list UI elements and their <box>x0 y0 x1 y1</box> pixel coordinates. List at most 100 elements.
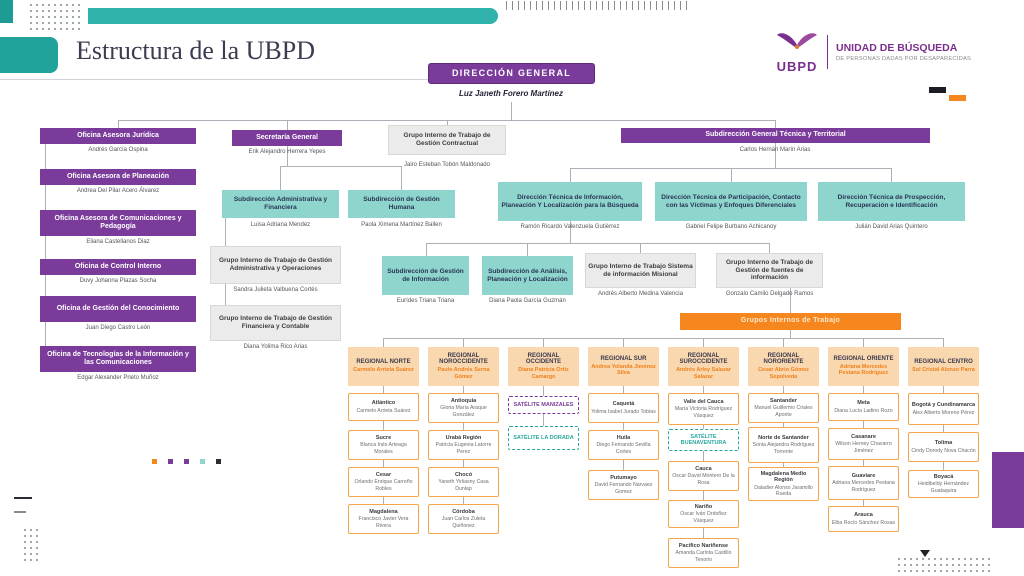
org-box-oficina-control-interno: Oficina de Control Interno <box>40 259 196 275</box>
org-name-sub-admin-financiera: Luisa Adriana Mendez <box>250 222 311 228</box>
unit-person: Oscar David Montero De la Rosa <box>672 473 735 486</box>
ubpd-logo: UBPD UNIDAD DE BÚSQUEDA DE PERSONAS DADA… <box>775 30 971 74</box>
unit-person: Oscar Iván Ordoñez Vásquez <box>680 511 727 524</box>
unit-title: Caquetá <box>612 401 635 408</box>
unit-narino: Nariño Oscar Iván Ordoñez Vásquez <box>668 500 739 528</box>
connector <box>426 243 427 256</box>
right-purple-block <box>992 452 1024 528</box>
org-name-dt-prospeccion: Julián David Arias Quintero <box>855 224 928 230</box>
regional-header-centro: REGIONAL CENTRO Sol Cristal Alonso Parra <box>908 347 979 386</box>
connector <box>383 338 384 347</box>
connector <box>280 166 281 191</box>
unit-atlantico: Atlántico Carmelo Arrieta Suárez <box>348 393 419 421</box>
unit-title: Córdoba <box>452 509 475 516</box>
org-box-oficina-tic: Oficina de Tecnologías de la Información… <box>40 346 196 372</box>
unit-boyaca: Boyacá Heidibeldy Hernández Guataquira <box>908 470 979 498</box>
unit-santander: Santander Manuel Guillermo Criales Apont… <box>748 393 819 423</box>
org-name-git-fuentes: Gonzalo Camilo Delgado Ramos <box>725 291 814 297</box>
org-box-dt-participacion: Dirección Técnica de Participación, Cont… <box>655 182 807 221</box>
square-orange <box>152 459 157 464</box>
org-box-sub-general-tecnica: Subdirección General Técnica y Territori… <box>621 128 930 143</box>
org-box-oficina-juridica: Oficina Asesora Jurídica <box>40 128 196 144</box>
org-name-secretaria-general: Erik Alejandro Herrera Yepes <box>248 149 326 155</box>
connector <box>943 338 944 347</box>
unit-bogota-cundinamarca: Bogotá y Cundinamarca Alex Alberto Moren… <box>908 393 979 425</box>
org-box-oficina-planeacion: Oficina Asesora de Planeación <box>40 169 196 185</box>
unit-person: Diana Lucía Ladino Rozo <box>834 407 893 414</box>
unit-guaviare: Guaviare Adriana Mercedes Pestana Rodríg… <box>828 466 899 500</box>
org-box-git-fuentes: Grupo Interno de Trabajo de Gestión de f… <box>716 253 823 288</box>
regional-title: REGIONAL OCCIDENTE <box>525 352 562 366</box>
connector <box>790 330 791 338</box>
unit-satelite-buenaventura: SATÉLITE BUENAVENTURA <box>668 429 739 451</box>
unit-title: Valle del Cauca <box>683 399 724 406</box>
unit-person: Sonia Alejandra Rodríguez Torrente <box>752 442 815 455</box>
org-name-dt-participacion: Gabriel Felipe Burbano Achicanoy <box>685 224 777 230</box>
title-underline <box>0 79 437 80</box>
unit-title: Boyacá <box>933 474 954 481</box>
unit-title: Meta <box>857 400 870 407</box>
regional-lead: Adriana Mercedes Pestana Rodríguez <box>838 363 889 377</box>
unit-title: SATÉLITE LA DORADA <box>513 434 574 441</box>
unit-pacifico-narinense: Pacífico Nariñense Amanda Carlota Castil… <box>668 538 739 568</box>
unit-title: Tolima <box>934 440 953 447</box>
unit-satelite-manizales: SATÉLITE MANIZALES <box>508 396 579 414</box>
org-name-oficina-control-interno: Duvy Johanna Plazas Socha <box>79 278 157 284</box>
unit-person: Juan Carlos Zuleta Quiñonez <box>441 516 486 529</box>
connector <box>775 120 776 128</box>
regional-lead: Cesar Abrio Gómez Sepúlveda <box>758 367 809 380</box>
down-triangle-icon <box>920 550 930 557</box>
unit-title: Cauca <box>695 466 712 473</box>
unit-person: Blanca Inés Arteaga Morales <box>360 442 407 455</box>
connector <box>118 120 775 121</box>
connector <box>543 338 544 347</box>
org-name-dt-informacion: Ramón Ricardo Valenzuela Gutiérrez <box>520 224 620 230</box>
connector <box>891 168 892 182</box>
connector <box>623 386 624 470</box>
unit-person: David Fernando Narvaez Gomez <box>594 482 653 495</box>
regional-title: REGIONAL ORIENTE <box>833 355 894 362</box>
unit-choco: Chocó Yaneth Yirliasny Casa Dunlap <box>428 467 499 497</box>
square-teal <box>200 459 205 464</box>
square-purple-2 <box>184 459 189 464</box>
regional-header-occidente: REGIONAL OCCIDENTE Diana Patricia Ortiz … <box>508 347 579 386</box>
regional-header-nororiente: REGIONAL NORORIENTE Cesar Abrio Gómez Se… <box>748 347 819 386</box>
banner-grupos-internos: Grupos Internos de Trabajo <box>680 313 901 330</box>
org-box-sub-admin-financiera: Subdirección Administrativa y Financiera <box>222 190 339 218</box>
connector <box>570 168 571 182</box>
unit-person: Carmelo Arrieta Suárez <box>356 407 411 414</box>
unit-cordoba: Córdoba Juan Carlos Zuleta Quiñonez <box>428 504 499 534</box>
org-box-sub-analisis: Subdirección de Análisis, Planeación y L… <box>482 256 573 295</box>
org-box-git-financiera: Grupo Interno de Trabajo de Gestión Fina… <box>210 305 341 341</box>
org-box-oficina-comunicaciones: Oficina Asesora de Comunicaciones y Peda… <box>40 210 196 236</box>
unit-satelite-la-dorada: SATÉLITE LA DORADA <box>508 426 579 450</box>
unit-title: Guaviare <box>851 473 876 480</box>
connector <box>775 143 776 168</box>
connector <box>280 166 402 167</box>
unit-title: Antioquia <box>450 398 477 405</box>
ubpd-logo-mark: UBPD <box>775 30 819 74</box>
unit-magdalena: Magdalena Francisco Javier Vera Rivera <box>348 504 419 534</box>
org-name-oficina-juridica: Andrés García Ospina <box>88 147 148 153</box>
regional-title: REGIONAL CENTRO <box>914 359 973 366</box>
unit-title: SATÉLITE MANIZALES <box>513 401 574 408</box>
org-name-sub-gestion-humana: Paola Ximena Martínez Ballen <box>361 222 442 228</box>
unit-person: Yolima Isabel Jurado Tobías <box>591 408 656 415</box>
unit-person: Francisco Javier Vera Rivera <box>358 516 409 529</box>
connector <box>447 120 448 126</box>
org-name-git-financiera: Diana Yolima Rico Arias <box>243 344 308 350</box>
regional-header-sur: REGIONAL SUR Andrea Yolanda Jiménez Silv… <box>588 347 659 386</box>
unit-title: Santander <box>770 398 797 405</box>
page-title: Estructura de la UBPD <box>76 36 316 65</box>
unit-cauca: Cauca Oscar David Montero De la Rosa <box>668 461 739 491</box>
ubpd-acronym: UBPD <box>776 59 818 74</box>
unit-title: Cesar <box>375 472 392 479</box>
connector <box>769 243 770 253</box>
unit-person: Elba Rocío Sánchez Rosas <box>831 519 896 526</box>
unit-title: Putumayo <box>610 475 637 482</box>
corner-teal-block <box>0 0 13 23</box>
connector <box>790 288 791 313</box>
bottomright-dot-pattern <box>896 556 992 572</box>
connector <box>463 338 464 347</box>
